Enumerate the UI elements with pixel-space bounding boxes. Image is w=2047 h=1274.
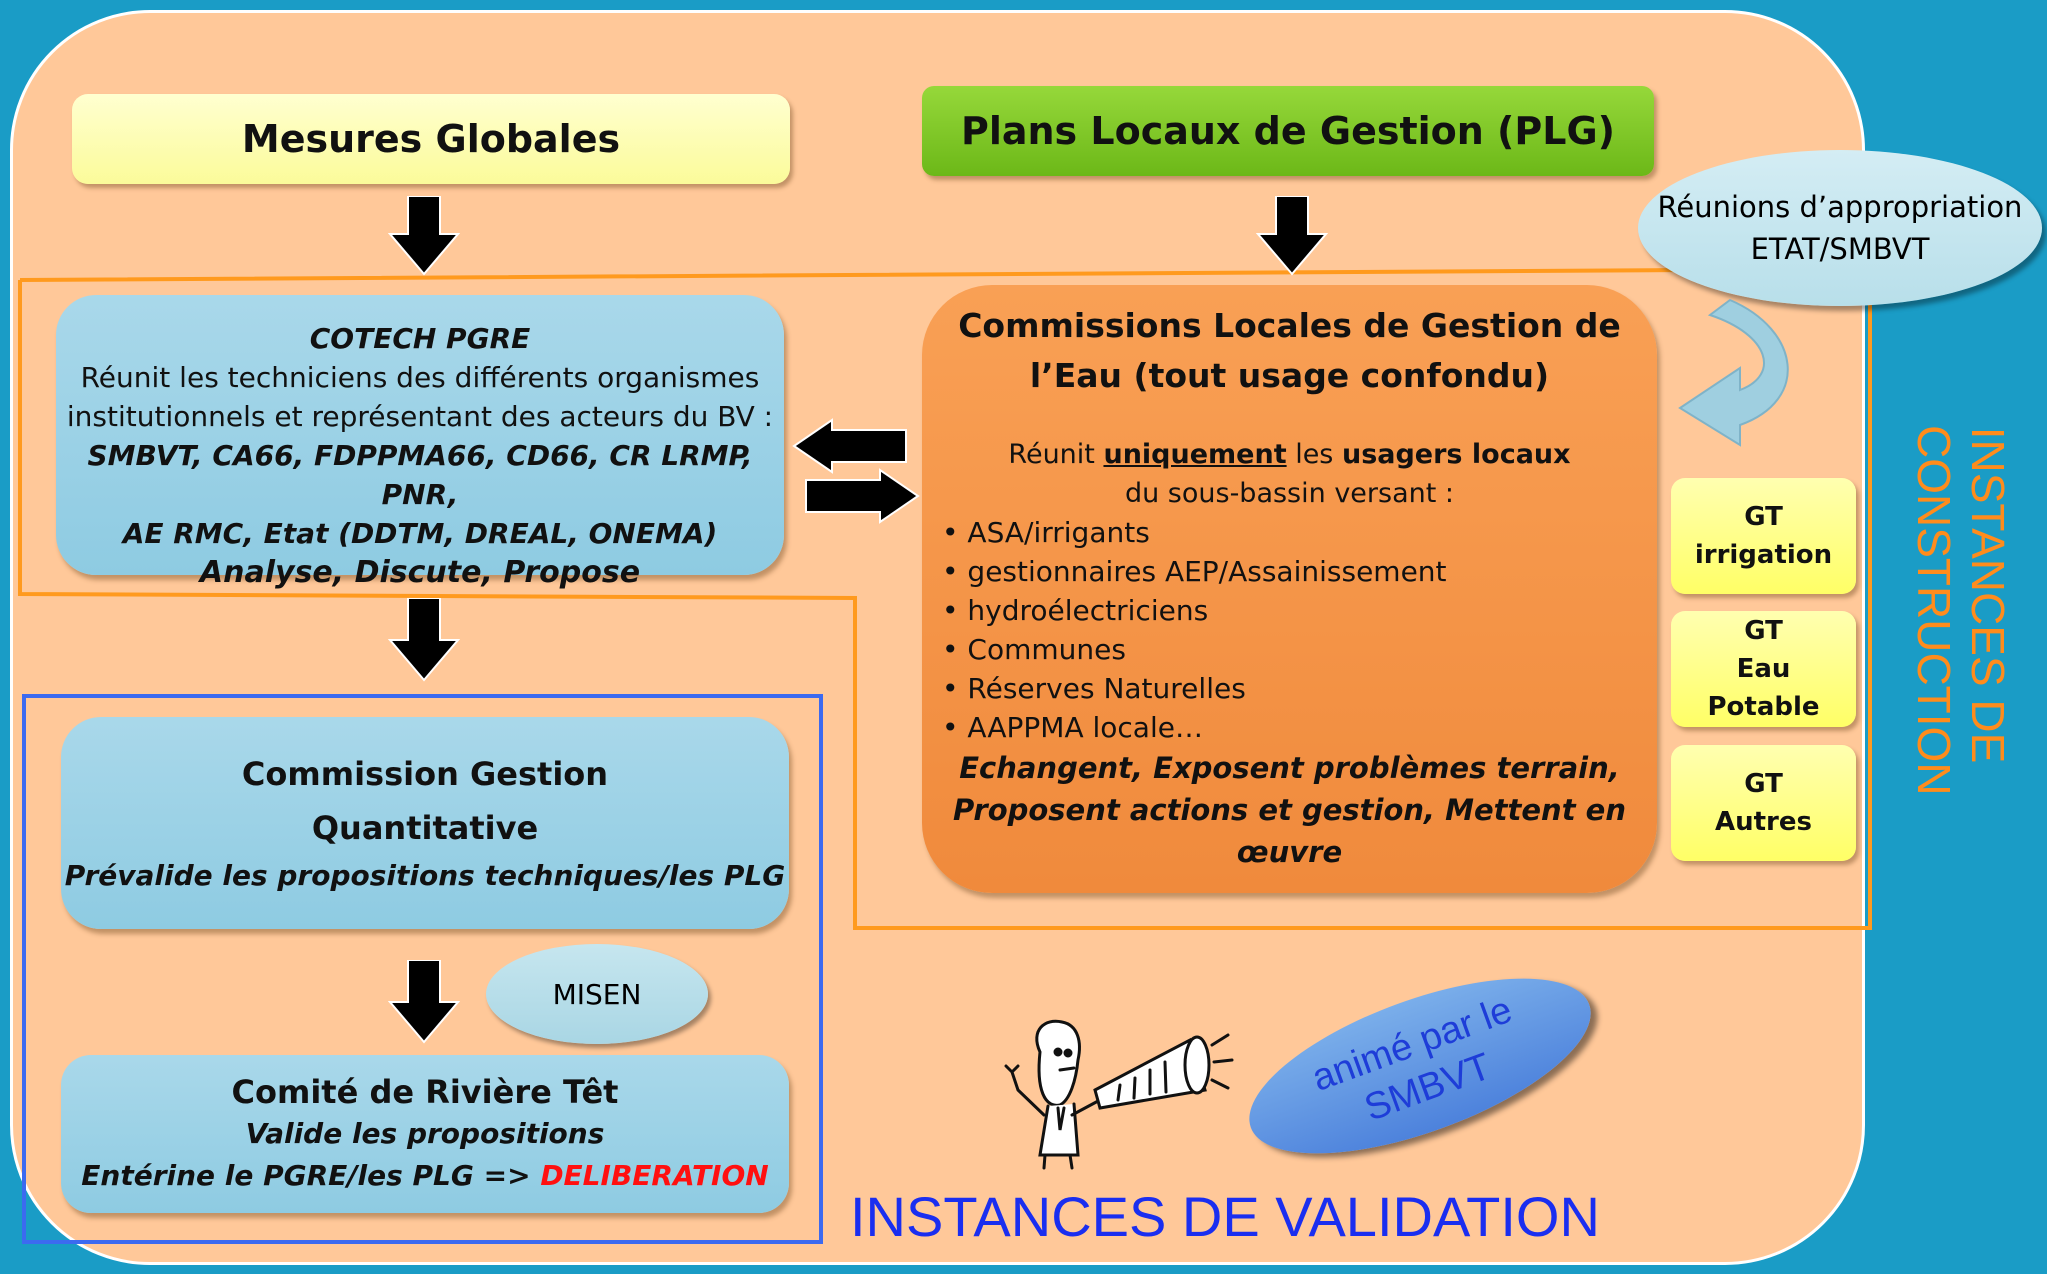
megaphone-person-icon — [1004, 1019, 1234, 1170]
closing-line2: Proposent actions et gestion, Mettent en — [953, 793, 1626, 827]
comite-title: Comité de Rivière Têt — [231, 1073, 619, 1111]
list-item: hydroélectriciens — [942, 591, 1607, 630]
gt-irrigation-box: GT irrigation — [1671, 478, 1856, 594]
comite-line1: Valide les propositions — [245, 1117, 605, 1150]
construction-line1: INSTANCES DE — [1962, 426, 2014, 764]
instances-construction-label: INSTANCES DE CONSTRUCTION — [1905, 425, 2015, 796]
reunions-line1: Réunions d’appropriation — [1657, 190, 2023, 224]
arrow-down-icon — [1256, 196, 1328, 276]
list-item: Communes — [942, 630, 1607, 669]
list-item: ASA/irrigants — [942, 513, 1607, 552]
arrow-down-icon — [388, 960, 460, 1044]
commissions-locales-intro: Réunit uniquement les usagers locaux — [972, 435, 1607, 474]
commissions-locales-closing: Echangent, Exposent problèmes terrain, P… — [952, 747, 1627, 873]
commission-quant-line1: Commission Gestion — [241, 755, 609, 793]
intro-uniquement: uniquement — [1103, 439, 1287, 470]
commissions-locales-box: Commissions Locales de Gestion de l’Eau … — [922, 285, 1657, 893]
gt-eau-line3: Potable — [1707, 692, 1820, 722]
commissions-locales-intro2: du sous-bassin versant : — [1124, 478, 1455, 509]
reunions-ellipse: Réunions d’appropriation ETAT/SMBVT — [1638, 150, 2042, 306]
intro-text-2: les — [1286, 439, 1342, 470]
cotech-box: COTECH PGRE Réunit les techniciens des d… — [56, 295, 784, 590]
commissions-locales-title2: l’Eau (tout usage confondu) — [1029, 356, 1550, 395]
construction-line2: CONSTRUCTION — [1908, 425, 1960, 796]
comite-line2-text: Entérine le PGRE/les PLG => — [81, 1159, 541, 1192]
mesures-globales-box: Mesures Globales — [72, 94, 790, 184]
mesures-globales-label: Mesures Globales — [241, 117, 621, 161]
cotech-line1: Réunit les techniciens des différents or… — [80, 361, 760, 394]
gt-eau-line1: GT — [1744, 616, 1783, 646]
comite-box: Comité de Rivière Têt Valide les proposi… — [61, 1055, 789, 1213]
arrow-right-icon — [805, 468, 920, 524]
commission-quant-line3: Prévalide les propositions techniques/le… — [64, 859, 786, 892]
commissions-locales-title1: Commissions Locales de Gestion de — [958, 306, 1621, 345]
comite-line2: Entérine le PGRE/les PLG => DELIBERATION — [61, 1155, 789, 1197]
arrow-left-icon — [792, 418, 907, 474]
cotech-line2: institutionnels et représentant des acte… — [66, 400, 774, 433]
usagers-list: ASA/irrigants gestionnaires AEP/Assainis… — [942, 513, 1607, 747]
curved-arrow-icon — [1678, 298, 1789, 447]
gt-autres-line2: Autres — [1715, 807, 1812, 837]
cotech-line5: Analyse, Discute, Propose — [199, 555, 641, 590]
commission-quantitative-box: Commission Gestion Quantitative Prévalid… — [61, 717, 789, 929]
misen-label: MISEN — [552, 977, 642, 1011]
intro-usagers: usagers locaux — [1341, 439, 1571, 470]
plg-box: Plans Locaux de Gestion (PLG) — [922, 86, 1654, 176]
commission-quant-line2: Quantitative — [311, 809, 539, 847]
arrow-down-icon — [388, 196, 460, 276]
list-item: Réserves Naturelles — [942, 669, 1607, 708]
instances-validation-label: INSTANCES DE VALIDATION — [850, 1185, 1600, 1248]
list-item: AAPPMA locale… — [942, 708, 1607, 747]
gt-autres-box: GT Autres — [1671, 745, 1856, 861]
reunions-line2: ETAT/SMBVT — [1750, 232, 1930, 266]
gt-eau-potable-box: GT Eau Potable — [1671, 611, 1856, 727]
intro-text: Réunit — [1008, 439, 1104, 470]
cotech-line4: AE RMC, Etat (DDTM, DREAL, ONEMA) — [122, 517, 718, 550]
gt-eau-line2: Eau — [1736, 654, 1791, 684]
cotech-title: COTECH PGRE — [309, 322, 531, 355]
gt-irrigation-line1: GT — [1744, 502, 1783, 532]
misen-ellipse: MISEN — [486, 944, 708, 1044]
closing-line3: œuvre — [1236, 835, 1343, 869]
gt-autres-line1: GT — [1744, 769, 1783, 799]
list-item: gestionnaires AEP/Assainissement — [942, 552, 1607, 591]
deliberation-label: DELIBERATION — [540, 1159, 769, 1192]
closing-line1: Echangent, Exposent problèmes terrain, — [959, 751, 1620, 785]
gt-irrigation-line2: irrigation — [1694, 540, 1833, 570]
validation-outline — [22, 694, 823, 1244]
plg-label: Plans Locaux de Gestion (PLG) — [960, 109, 1616, 153]
arrow-down-icon — [388, 598, 460, 682]
cotech-line3: SMBVT, CA66, FDPPMA66, CD66, CR LRMP, PN… — [87, 439, 753, 511]
